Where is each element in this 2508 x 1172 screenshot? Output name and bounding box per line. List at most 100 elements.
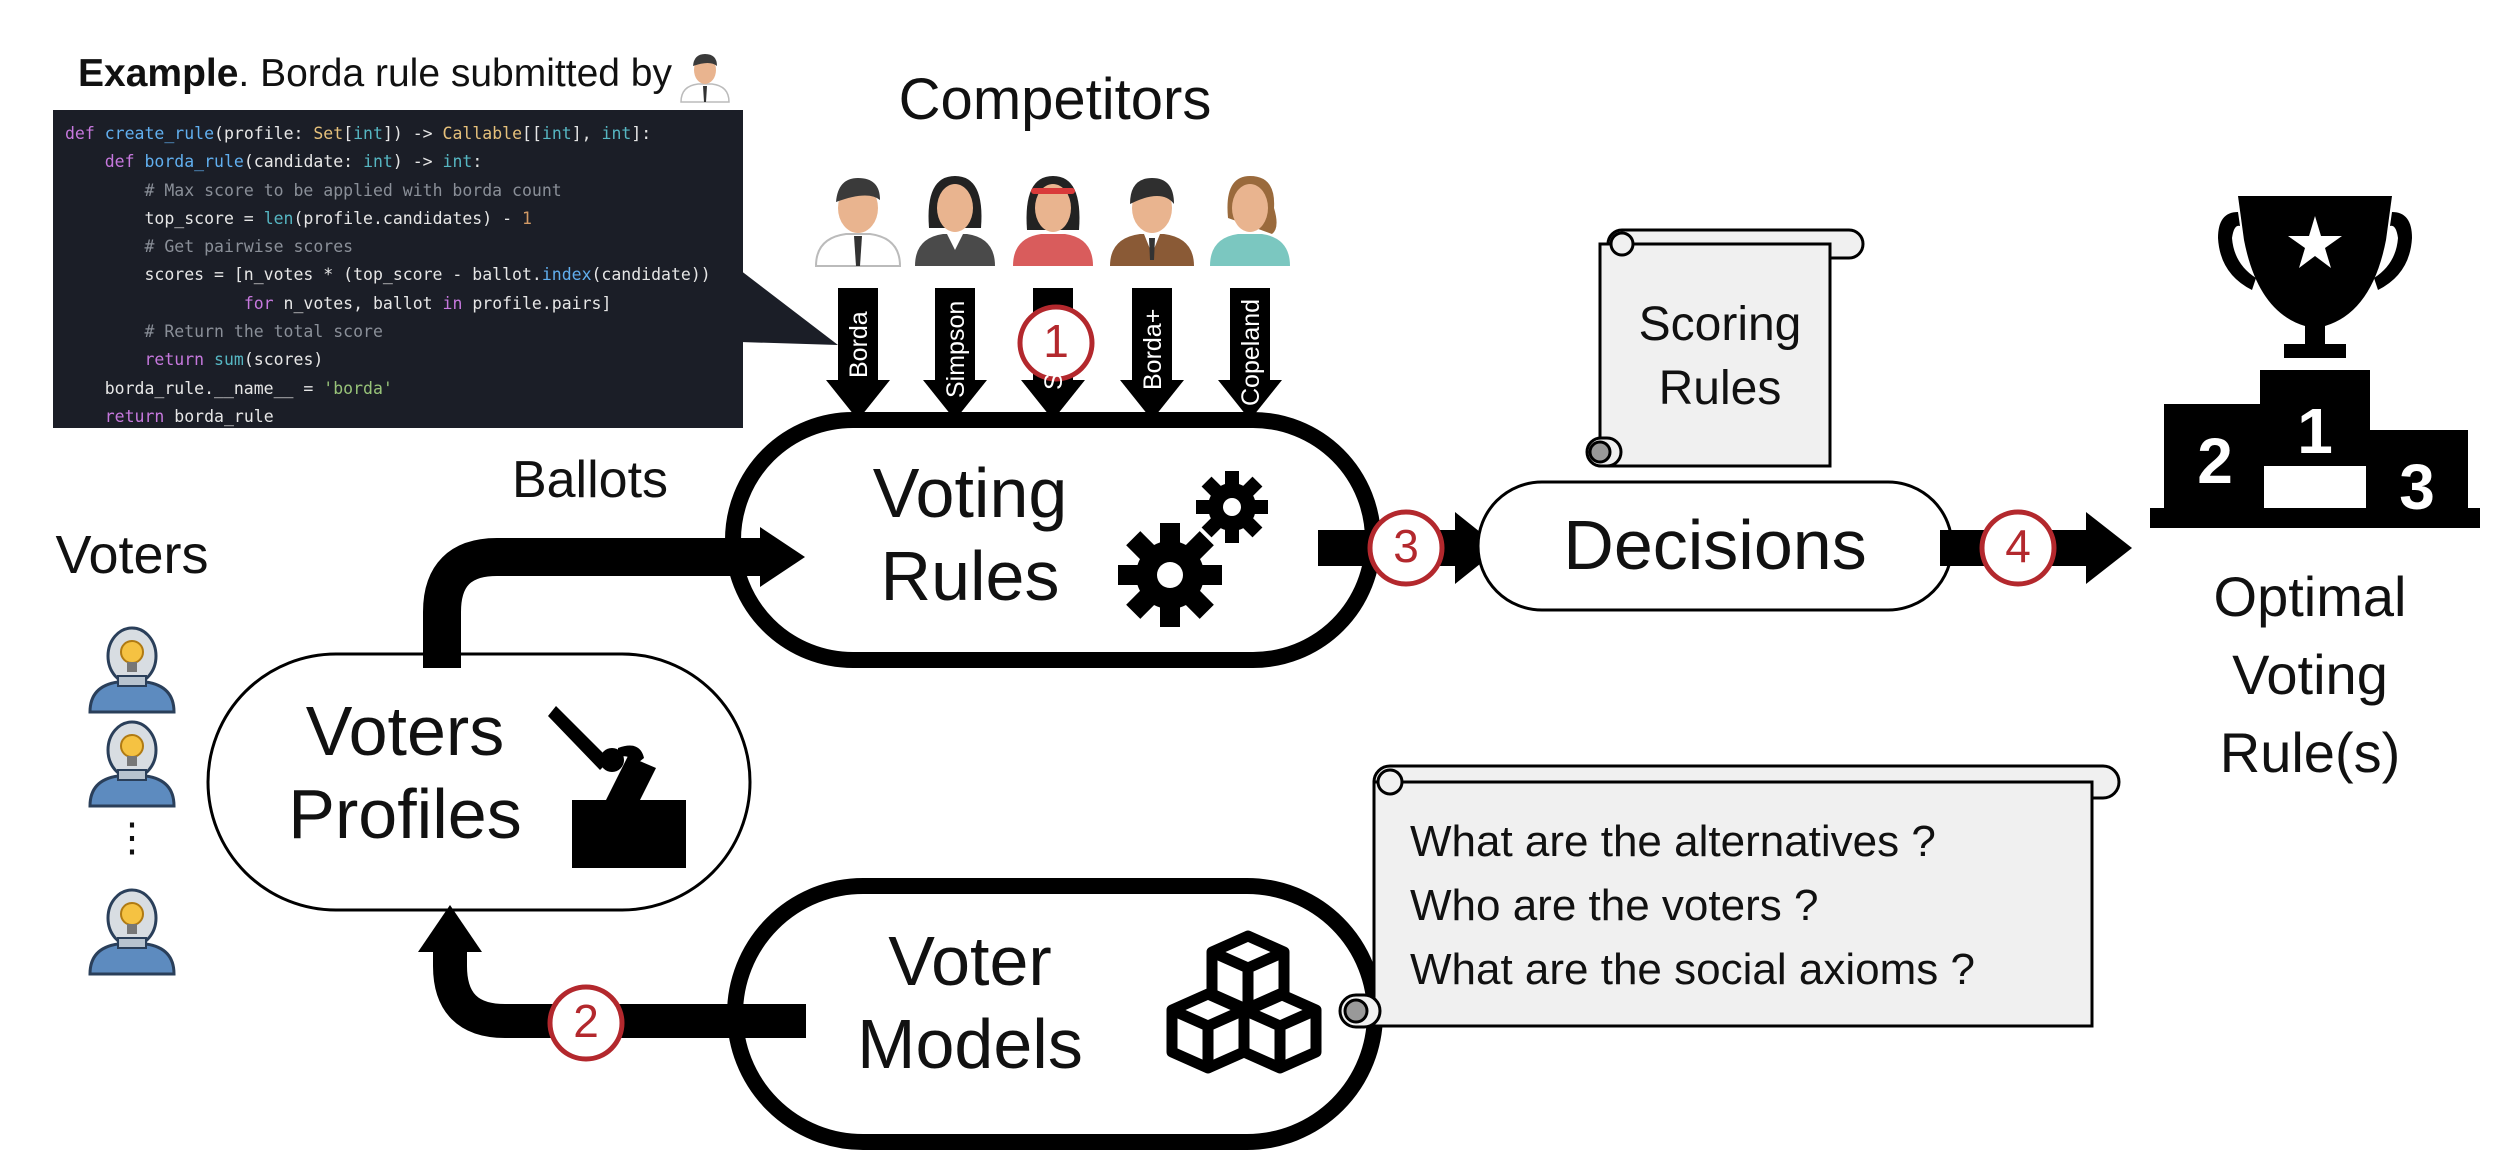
scoring-rules-line2: Rules — [1658, 362, 1782, 415]
voters-ellipsis: ⋮ — [112, 816, 152, 860]
competitor-arrow-2 — [923, 288, 987, 420]
code-token: for — [243, 293, 274, 313]
rule-label-borda-plus: Borda+ — [1139, 308, 1167, 390]
podium-third: 3 — [2399, 451, 2435, 523]
decisions-to-optimal-head — [2086, 512, 2132, 584]
competitor-arrow-4 — [1120, 288, 1184, 420]
code-token: n_votes, ballot — [273, 293, 443, 313]
code-token: # Max score to be applied with borda cou… — [144, 180, 562, 200]
voters-profiles-line2: Profiles — [288, 774, 522, 853]
code-token: # Return the total score — [144, 322, 383, 342]
models-to-profiles-arrow — [433, 950, 806, 1038]
scoring-rules-scroll — [1585, 228, 1865, 468]
podium-first: 1 — [2297, 395, 2333, 467]
question-voters: Who are the voters ? — [1410, 881, 1819, 930]
code-token — [65, 237, 144, 256]
code-line: borda_rule.__name__ = 'borda' — [65, 375, 743, 403]
voter-models-line1: Voter — [888, 922, 1052, 1000]
example-title-bold: Example — [78, 52, 239, 95]
code-token: def — [65, 124, 105, 143]
voter-icon-1 — [88, 626, 176, 714]
voters-profiles-label: Voters Profiles — [260, 690, 550, 855]
code-token — [65, 407, 105, 426]
rule-label-borda: Borda — [845, 311, 873, 378]
code-panel: def create_rule(profile: Set[int]) -> Ca… — [53, 110, 743, 428]
decisions-label: Decisions — [1563, 506, 1867, 584]
optimal-line2: Voting — [2232, 643, 2388, 706]
code-line: def borda_rule(candidate: int) -> int: — [65, 148, 743, 176]
code-token — [65, 350, 144, 369]
code-token: def — [104, 152, 145, 172]
questions-list: What are the alternatives ? Who are the … — [1410, 810, 1975, 1002]
code-token: ]: — [631, 124, 652, 143]
code-token: # Get pairwise scores — [144, 237, 354, 257]
rule-label-simpson: Simpson — [942, 300, 970, 398]
competitor-arrows — [826, 288, 1282, 420]
code-token: : — [472, 152, 483, 172]
code-token: Callable — [442, 124, 523, 143]
code-token: int — [353, 124, 383, 143]
optimal-line3: Rule(s) — [2219, 721, 2401, 784]
step-badge-1 — [1017, 304, 1095, 382]
code-line: return borda_rule — [65, 403, 743, 431]
code-token: int — [601, 124, 632, 143]
voters-profiles-line1: Voters — [305, 692, 505, 770]
code-token — [65, 181, 144, 200]
cubes-icon — [1166, 930, 1322, 1074]
ballots-arrow-head — [760, 527, 805, 587]
submitter-avatar — [680, 54, 730, 103]
code-token: 'borda' — [323, 378, 393, 398]
code-token: [[ — [522, 124, 542, 143]
code-line: # Max score to be applied with borda cou… — [65, 177, 743, 205]
optimal-line1: Optimal — [2213, 565, 2407, 628]
code-token: int — [541, 124, 572, 143]
voting-rules-line1: Voting — [872, 454, 1068, 532]
step-number-2: 2 — [573, 995, 599, 1047]
voting-rules-label: Voting Rules — [820, 452, 1120, 617]
code-token — [65, 294, 244, 313]
ballots-label: Ballots — [511, 451, 669, 509]
voter-models-line2: Models — [857, 1004, 1083, 1083]
code-line: scores = [n_votes * (top_score - ballot.… — [65, 261, 743, 289]
competitor-avatar-5 — [1210, 176, 1290, 266]
code-pointer — [740, 270, 838, 345]
code-token: int — [442, 152, 473, 172]
step-badge-2 — [547, 984, 625, 1062]
code-token: (scores) — [243, 350, 324, 370]
rule-label-copeland: Copeland — [1237, 298, 1265, 406]
code-token: [ — [343, 124, 354, 143]
code-token: (candidate)) — [591, 265, 711, 285]
competitor-avatar-4 — [1110, 178, 1194, 266]
competitor-avatar-2 — [915, 176, 995, 266]
code-token: in — [442, 293, 463, 313]
step-badge-4 — [1979, 509, 2057, 587]
optimal-label: Optimal Voting Rule(s) — [2170, 558, 2450, 792]
code-line: # Return the total score — [65, 318, 743, 346]
code-token: ]) -> — [382, 124, 443, 143]
code-token: top_score = — [65, 208, 264, 228]
code-token: return — [144, 350, 215, 370]
scoring-rules-line1: Scoring — [1638, 298, 1802, 351]
code-token: index — [541, 265, 592, 285]
code-line: def create_rule(profile: Set[int]) -> Ca… — [65, 120, 743, 148]
code-token: ) -> — [392, 152, 443, 172]
questions-scroll — [1338, 764, 2121, 1029]
voting-rules-line2: Rules — [880, 536, 1060, 615]
step-badge-3 — [1367, 509, 1445, 587]
step-number-4: 4 — [2005, 520, 2031, 572]
voters-label: Voters — [55, 525, 209, 585]
code-token: borda_rule — [164, 406, 274, 426]
step-number-1: 1 — [1043, 315, 1069, 367]
code-token: (candidate: — [243, 152, 364, 172]
models-to-profiles-arrow-head — [418, 905, 482, 952]
question-axioms: What are the social axioms ? — [1410, 945, 1975, 994]
code-line: for n_votes, ballot in profile.pairs] — [65, 290, 743, 318]
code-token: profile.pairs] — [462, 293, 612, 313]
code-token: (profile: — [214, 124, 314, 143]
competitor-avatar-3 — [1013, 176, 1093, 266]
code-token: return — [104, 406, 165, 426]
code-line: # Get pairwise scores — [65, 233, 743, 261]
competitor-avatar-1 — [814, 178, 902, 267]
voter-icon-2 — [88, 720, 176, 808]
